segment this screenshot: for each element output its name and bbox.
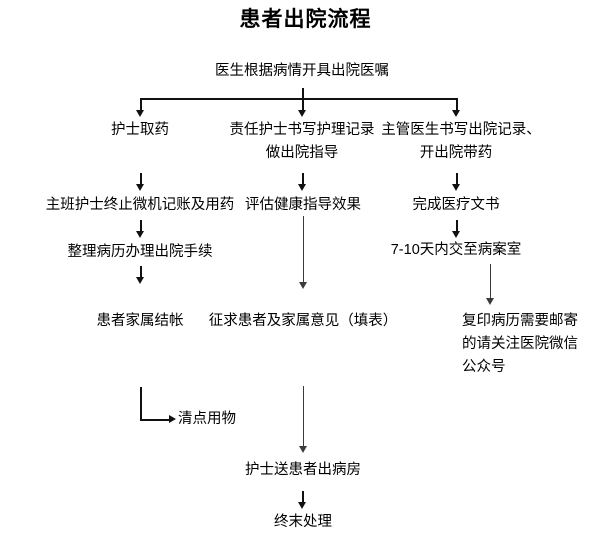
node-start: 医生根据病情开具出院医嘱: [215, 63, 389, 79]
arrow-right-3-4: [486, 298, 494, 305]
node-right-2: 完成医疗文书: [412, 197, 500, 213]
node-center-4: 征求患者及家属意见（填表）: [208, 313, 398, 329]
connector-right-2-3: [456, 220, 458, 232]
connector-right-3-4: [490, 264, 492, 300]
connector-center-2-4: [303, 216, 305, 284]
arrow-to-left-5: [169, 415, 176, 423]
connector-start-stem: [302, 88, 304, 99]
node-center-5: 护士送患者出病房: [245, 462, 361, 478]
node-left-4: 患者家属结帐: [96, 313, 184, 329]
node-branch-right-1-line1: 主管医生书写出院记录、: [381, 122, 541, 138]
page-title: 患者出院流程: [239, 7, 372, 31]
connector-left-1-2: [140, 173, 142, 185]
arrow-center-4-5: [299, 446, 307, 453]
connector-center-5-6: [302, 491, 304, 503]
node-branch-center-1-line1: 责任护士书写护理记录: [229, 122, 375, 138]
arrow-left-3-4: [136, 277, 144, 284]
connector-split-left-drop: [140, 98, 142, 111]
node-branch-right-1-line2: 开出院带药: [419, 145, 493, 161]
arrow-left-1-2: [136, 184, 144, 191]
node-branch-left-1: 护士取药: [111, 122, 169, 138]
node-right-3: 7-10天内交至病案室: [390, 242, 522, 258]
arrow-center-5-6: [298, 502, 306, 509]
connector-split-right-drop: [456, 98, 458, 111]
arrow-to-branch-right: [452, 110, 460, 117]
arrow-to-branch-center: [298, 110, 306, 117]
arrow-center-1-2: [298, 184, 306, 191]
connector-left-elbow-horizontal: [140, 419, 170, 421]
connector-center-1-2: [302, 173, 304, 185]
arrow-right-2-3: [452, 231, 460, 238]
node-right-4-line1: 复印病历需要邮寄: [462, 313, 578, 329]
arrow-left-2-3: [136, 231, 144, 238]
connector-split-bus: [140, 98, 457, 100]
connector-left-elbow-vertical: [140, 387, 142, 421]
arrow-to-branch-left: [136, 110, 144, 117]
node-center-6: 终末处理: [274, 514, 332, 530]
connector-left-2-3: [140, 220, 142, 232]
node-left-3: 整理病历办理出院手续: [67, 244, 213, 260]
connector-center-4-5: [303, 386, 305, 448]
node-left-5: 清点用物: [178, 411, 236, 427]
node-left-2: 主班护士终止微机记账及用药: [45, 197, 235, 213]
arrow-center-2-4: [299, 282, 307, 289]
node-branch-center-1-line2: 做出院指导: [265, 145, 339, 161]
arrow-right-1-2: [452, 184, 460, 191]
node-right-4-line2: 的请关注医院微信: [462, 336, 578, 352]
connector-split-center-drop: [302, 98, 304, 111]
node-right-4-line3: 公众号: [462, 359, 506, 375]
connector-left-3-4: [140, 266, 142, 278]
node-center-2: 评估健康指导效果: [245, 197, 361, 213]
connector-right-1-2: [456, 173, 458, 185]
